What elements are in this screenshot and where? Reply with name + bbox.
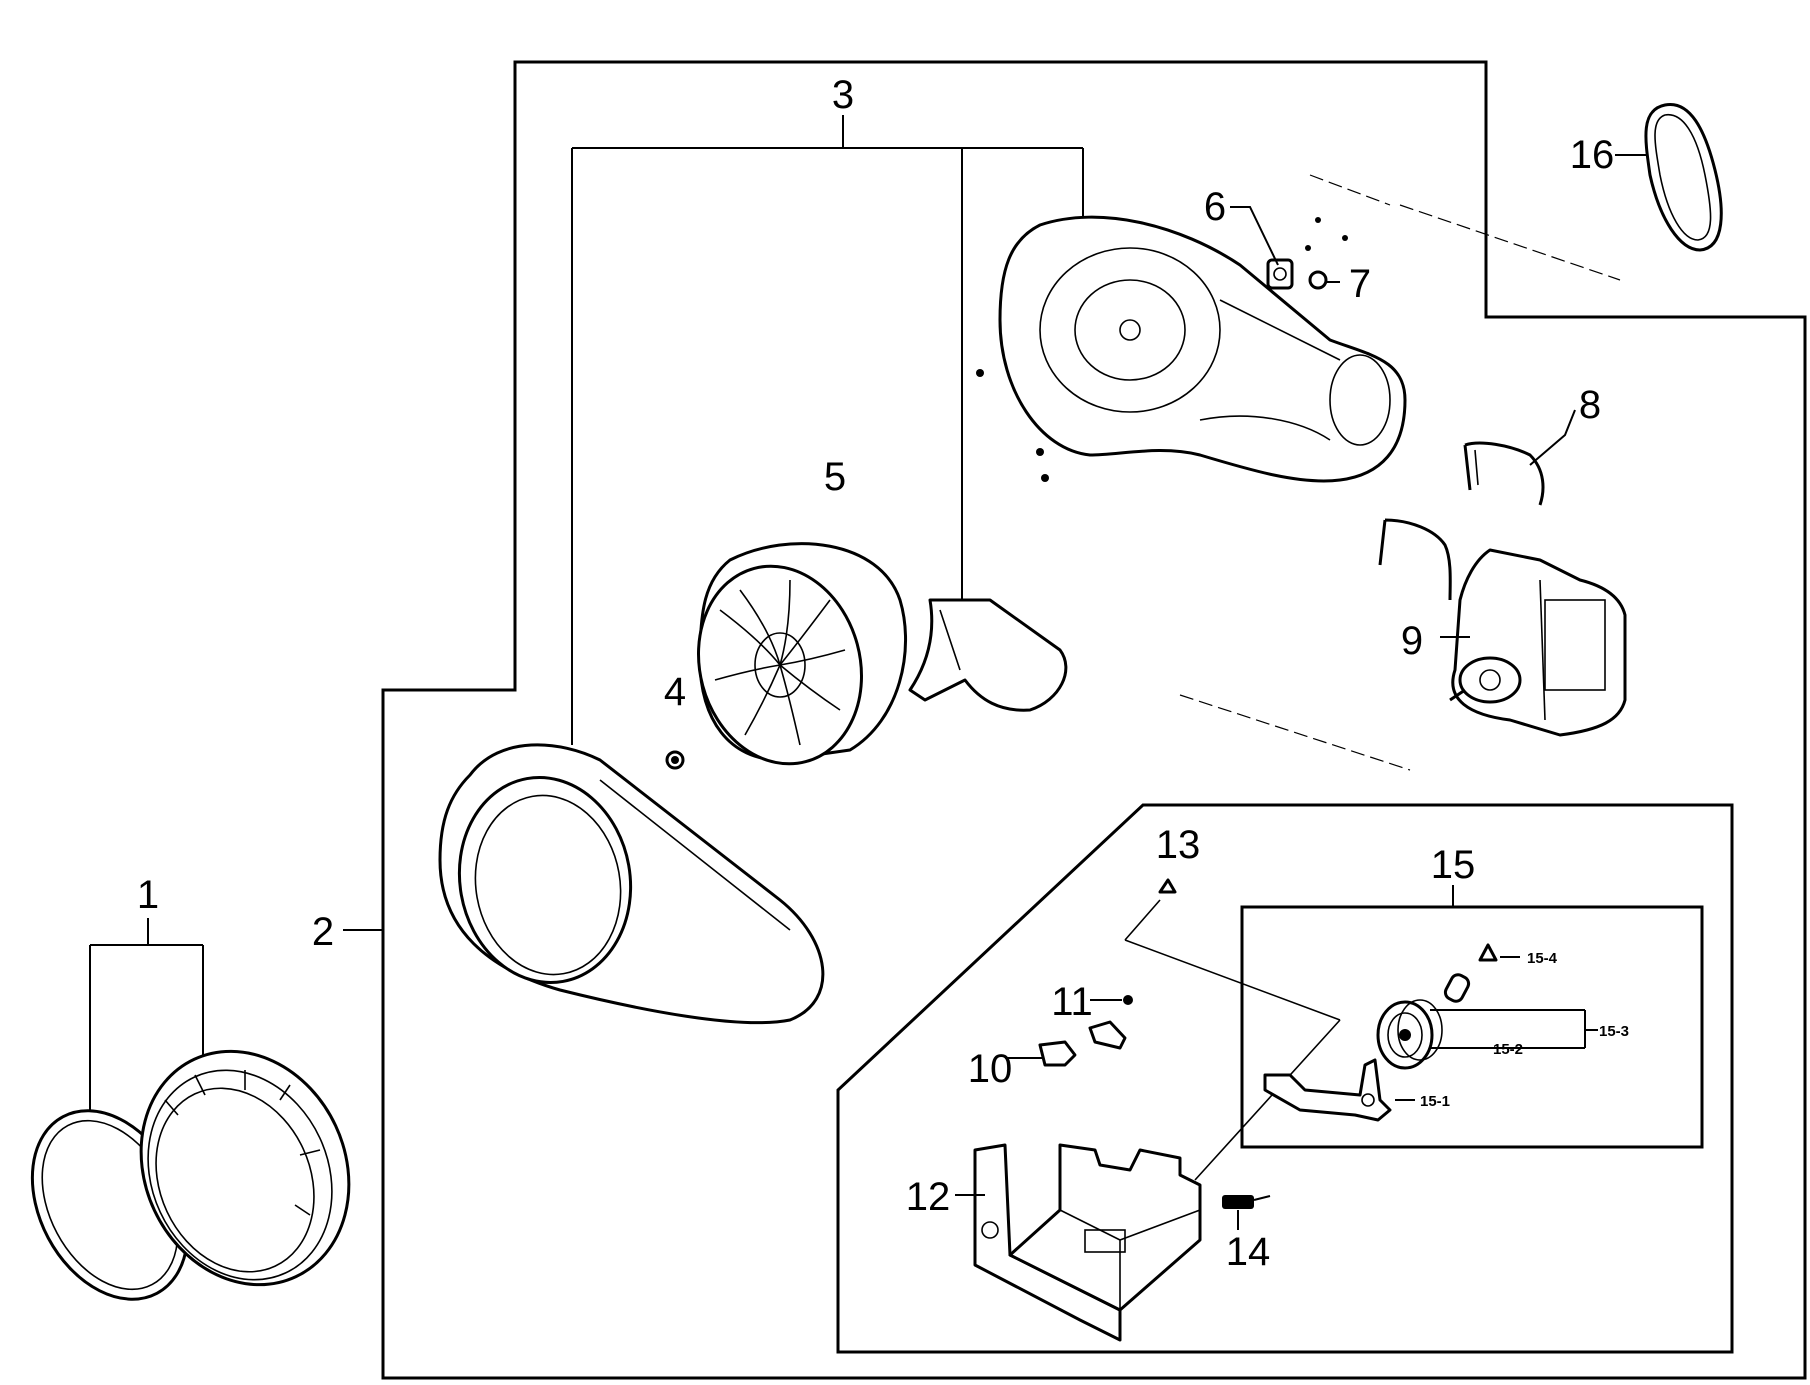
callout-2: 2	[312, 910, 334, 954]
part-5-blower-wheel	[697, 542, 907, 766]
callout-6: 6	[1204, 185, 1226, 229]
callout-15-3: 15-3	[1599, 1023, 1629, 1040]
part-10-switch	[1038, 1040, 1077, 1067]
idler-subassembly-frame	[836, 803, 1734, 1354]
callout-4: 4	[664, 670, 686, 714]
callout-3: 3	[832, 73, 854, 117]
part-11-screw	[1123, 995, 1133, 1005]
part-16-belt	[1644, 102, 1723, 252]
part-11-bracket	[1088, 1020, 1127, 1050]
idler-pulley-box	[1240, 905, 1704, 1149]
part-15-shaft	[1443, 973, 1471, 1003]
part-13-alignment-3	[1194, 1019, 1341, 1181]
part-13-screw	[1158, 878, 1177, 894]
part-4-nut	[665, 750, 685, 770]
callout-9: 9	[1401, 619, 1423, 663]
part-3-gasket	[908, 598, 1068, 712]
callout-7: 7	[1349, 262, 1371, 306]
callout-11: 11	[1051, 980, 1093, 1024]
assembly-frame	[381, 60, 1807, 1380]
callout-14: 14	[1226, 1230, 1271, 1274]
alignment-line-3	[1309, 174, 1391, 206]
part-15-1-arm	[1263, 1058, 1392, 1122]
callout-15-2: 15-2	[1493, 1041, 1523, 1058]
callout-13: 13	[1156, 823, 1201, 867]
callout-15-3-bracket	[1430, 1009, 1598, 1049]
part-13-alignment	[1124, 899, 1161, 941]
part-9-motor	[1449, 548, 1627, 737]
callout-15: 15	[1431, 843, 1476, 887]
callout-6-leader	[1230, 206, 1279, 266]
part-12-idler-base	[973, 1143, 1202, 1342]
callout-10: 10	[968, 1047, 1013, 1091]
part-1-duct-ring	[139, 1049, 351, 1287]
part-14-spring	[1222, 1195, 1271, 1209]
callout-12: 12	[906, 1175, 951, 1219]
part-7-screw	[1308, 270, 1328, 290]
callout-1: 1	[137, 873, 159, 917]
alignment-line-1	[1399, 204, 1621, 281]
alignment-line-2	[1179, 694, 1411, 771]
part-15-2-pulley	[1376, 999, 1443, 1070]
callout-16: 16	[1570, 133, 1615, 177]
callout-15-1: 15-1	[1420, 1093, 1450, 1110]
part-8-clip	[1463, 441, 1545, 506]
part-15-4-screw	[1478, 943, 1498, 962]
motor-clip	[1378, 518, 1452, 601]
callout-8: 8	[1579, 383, 1601, 427]
part-2-blower-housing	[438, 743, 825, 1025]
callout-5: 5	[824, 455, 846, 499]
part-3-rear-housing	[998, 215, 1407, 483]
part-6-bracket	[1266, 258, 1294, 290]
part-13-alignment-2	[1124, 939, 1341, 1021]
callout-8-leader	[1529, 409, 1576, 466]
callout-15-4: 15-4	[1527, 950, 1558, 967]
housing-screws	[976, 217, 1348, 482]
callout-3-bracket	[571, 115, 1084, 745]
